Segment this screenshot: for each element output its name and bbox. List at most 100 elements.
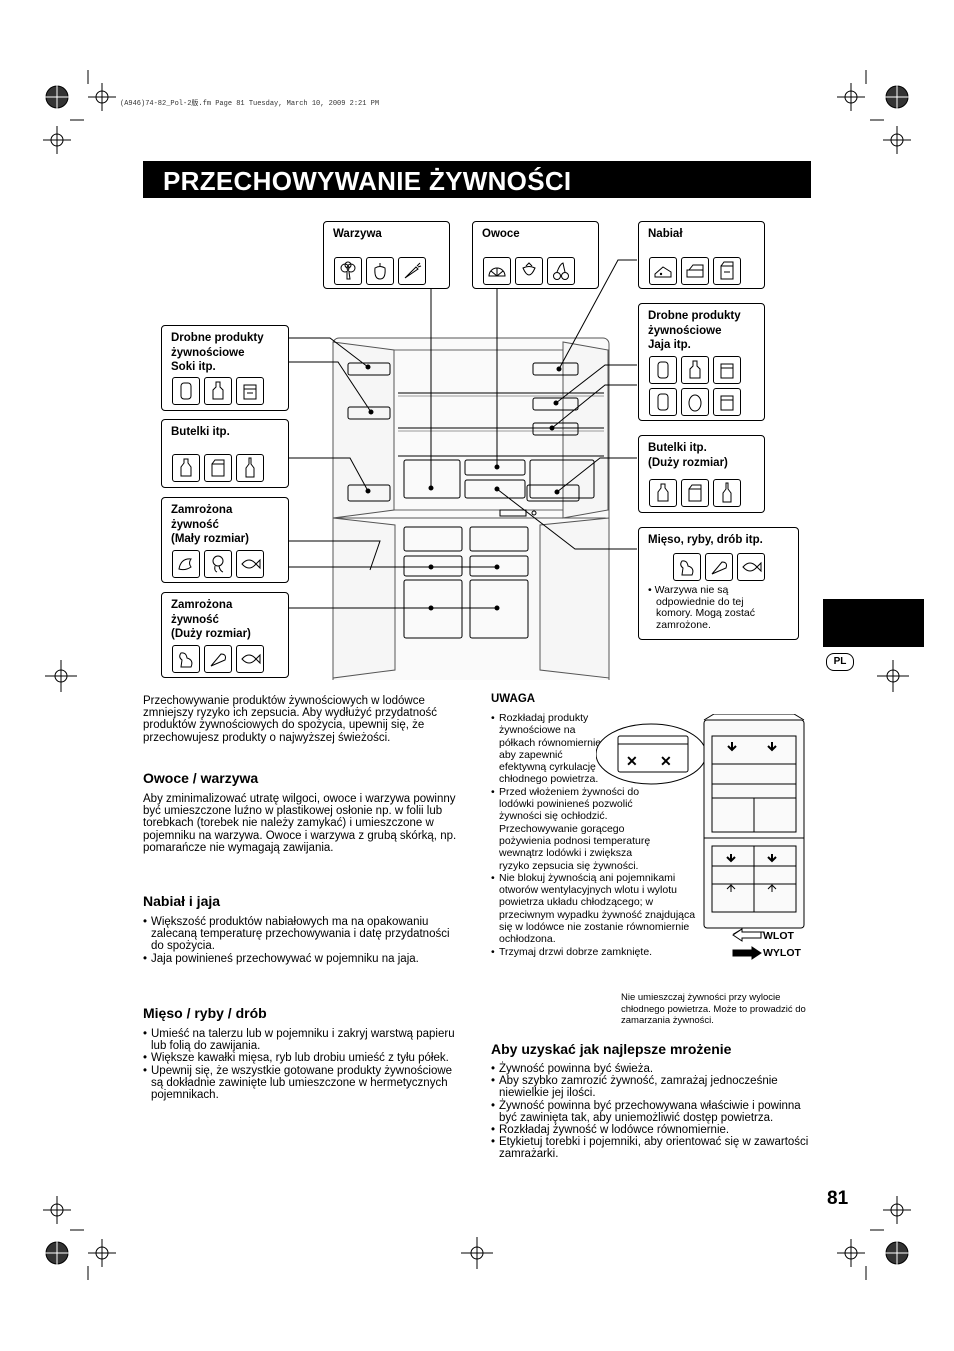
heading-mrozenie: Aby uzyskać jak najlepsze mrożenie <box>491 1041 732 1057</box>
orange-slice-icon <box>483 257 511 285</box>
label-frozen-large-line-3: (Duży rozmiar) <box>171 628 251 640</box>
pepper-icon <box>366 257 394 285</box>
list-item: Przed włożeniem żywności do lodówki powi… <box>491 786 701 872</box>
carrot-icon <box>398 257 426 285</box>
label-meat: Mięso, ryby, drób itp. • Warzywa nie są … <box>638 527 799 640</box>
label-small-left-line-2: żywnościowe <box>171 346 245 359</box>
label-frozen-large: Zamrożona żywność (Duży rozmiar) <box>161 592 289 678</box>
legend-outlet: WYLOT <box>763 947 801 959</box>
label-frozen-small-line-2: żywność <box>171 518 219 531</box>
label-small-right-line-1: Drobne produkty <box>648 310 741 322</box>
label-bottles-right-line-1: Butelki itp. <box>648 442 707 454</box>
label-nabial-text: Nabiał <box>648 228 683 240</box>
page-title: PRZECHOWYWANIE ŻYWNOŚCI <box>163 166 572 196</box>
milk-carton-icon <box>713 257 741 285</box>
heading-owoce: Owoce / warzywa <box>143 770 259 786</box>
label-bottles-right: Butelki itp. (Duży rozmiar) <box>638 435 765 513</box>
sauce-bottle-icon <box>204 377 232 405</box>
bottle-icon <box>172 454 200 482</box>
list-item: Żywność powinna być świeża. <box>491 1063 811 1075</box>
list-item: Rozkładaj produkty żywnościowe na półkac… <box>491 712 701 786</box>
inlet-arrow-icon <box>732 928 762 942</box>
mieso-list: Umieść na talerzu lub w pojemniku i zakr… <box>143 1028 461 1101</box>
label-bottles-left: Butelki itp. <box>161 419 289 488</box>
label-small-right-line-2: żywnościowe <box>648 324 722 337</box>
airflow-caption: Nie umieszczaj żywności przy wylocie chł… <box>621 992 806 1026</box>
heading-uwaga: UWAGA <box>491 693 536 705</box>
label-frozen-large-line-1: Zamrożona <box>171 599 233 611</box>
shrimp-icon <box>172 550 200 578</box>
label-small-left-line-1: Drobne produkty <box>171 332 264 344</box>
milk-carton-icon <box>204 454 232 482</box>
intro-paragraph: Przechowywanie produktów żywnościowych w… <box>143 695 437 744</box>
legend-inlet: WLOT <box>763 930 794 942</box>
list-item: Większość produktów nabiałowych ma na op… <box>143 916 461 953</box>
fish-icon <box>737 553 765 581</box>
meat-note-line-1: • Warzywa nie są <box>648 584 729 596</box>
fish-icon <box>236 645 264 673</box>
language-badge: PL <box>826 653 854 671</box>
meat-icon <box>705 553 733 581</box>
can-icon <box>649 388 677 416</box>
list-item: Nie blokuj żywnością ani pojemnikami otw… <box>491 872 701 946</box>
meat-note-line-2: odpowiednie do tej <box>656 595 744 608</box>
title-bar: PRZECHOWYWANIE ŻYWNOŚCI <box>143 161 811 198</box>
label-bottles-left-text: Butelki itp. <box>171 426 230 438</box>
butter-icon <box>681 257 709 285</box>
heading-nabial: Nabiał i jaja <box>143 893 221 909</box>
mrozenie-list: Żywność powinna być świeża. Aby szybko z… <box>491 1063 811 1161</box>
carton-icon <box>713 356 741 384</box>
label-frozen-small-line-1: Zamrożona <box>171 504 233 516</box>
carton-icon <box>236 377 264 405</box>
list-item: Aby szybko zamrozić żywność, zamrażaj je… <box>491 1075 811 1099</box>
milk-carton-icon <box>681 479 709 507</box>
side-tab <box>823 599 924 647</box>
cheese-icon <box>649 257 677 285</box>
list-item: Większe kawałki mięsa, ryb lub drobiu um… <box>143 1052 461 1064</box>
label-frozen-small-line-3: (Mały rozmiar) <box>171 533 249 545</box>
list-item: Jaja powinieneś przechowywać w pojemniku… <box>143 953 461 965</box>
cherry-icon <box>547 257 575 285</box>
list-item: Etykietuj torebki i pojemniki, aby orien… <box>491 1136 811 1160</box>
outlet-arrow-icon <box>732 946 762 960</box>
heading-mieso: Mięso / ryby / drób <box>143 1005 267 1021</box>
strawberry-icon <box>515 257 543 285</box>
page-number: 81 <box>827 1188 849 1209</box>
egg-icon <box>681 388 709 416</box>
svg-text:✕: ✕ <box>660 753 672 769</box>
label-meat-text: Mięso, ryby, drób itp. <box>648 534 763 546</box>
label-small-right-line-3: Jaja itp. <box>648 339 691 351</box>
can-icon <box>172 377 200 405</box>
label-small-left-line-3: Soki itp. <box>171 361 216 373</box>
broccoli-icon <box>334 257 362 285</box>
list-item: Umieść na talerzu lub w pojemniku i zakr… <box>143 1028 461 1052</box>
list-item: Żywność powinna być przechowywana właści… <box>491 1100 811 1124</box>
label-small-right: Drobne produkty żywnościowe Jaja itp. <box>638 303 765 421</box>
label-nabial: Nabiał <box>638 221 765 289</box>
list-item: Rozkładaj żywność w lodówce równomiernie… <box>491 1124 811 1136</box>
wine-bottle-icon <box>713 479 741 507</box>
print-header: (A946)74-82_Pol-2版.fm Page 81 Tuesday, M… <box>120 100 380 108</box>
wine-bottle-icon <box>236 454 264 482</box>
meat-icon <box>204 645 232 673</box>
meat-note-line-4: zamrożone. <box>656 618 711 631</box>
chicken-icon <box>673 553 701 581</box>
bottle-icon <box>649 479 677 507</box>
squid-icon <box>204 550 232 578</box>
fish-icon <box>236 550 264 578</box>
fridge-diagram <box>288 259 637 680</box>
airflow-diagram: ✕ ✕ <box>596 714 805 934</box>
owoce-text: Aby zminimalizować utratę wilgoci, owoce… <box>143 793 457 854</box>
svg-text:✕: ✕ <box>626 753 638 769</box>
label-warzywa: Warzywa <box>323 221 450 289</box>
sauce-bottle-icon <box>681 356 709 384</box>
uwaga-list: Rozkładaj produkty żywnościowe na półkac… <box>491 712 701 958</box>
label-bottles-right-line-2: (Duży rozmiar) <box>648 456 728 469</box>
meat-note-line-3: komory. Mogą zostać <box>656 607 756 619</box>
list-item: Trzymaj drzwi dobrze zamknięte. <box>491 946 701 959</box>
nabial-list: Większość produktów nabiałowych ma na op… <box>143 916 461 965</box>
carton-icon <box>713 388 741 416</box>
label-frozen-large-line-2: żywność <box>171 613 219 626</box>
chicken-icon <box>172 645 200 673</box>
